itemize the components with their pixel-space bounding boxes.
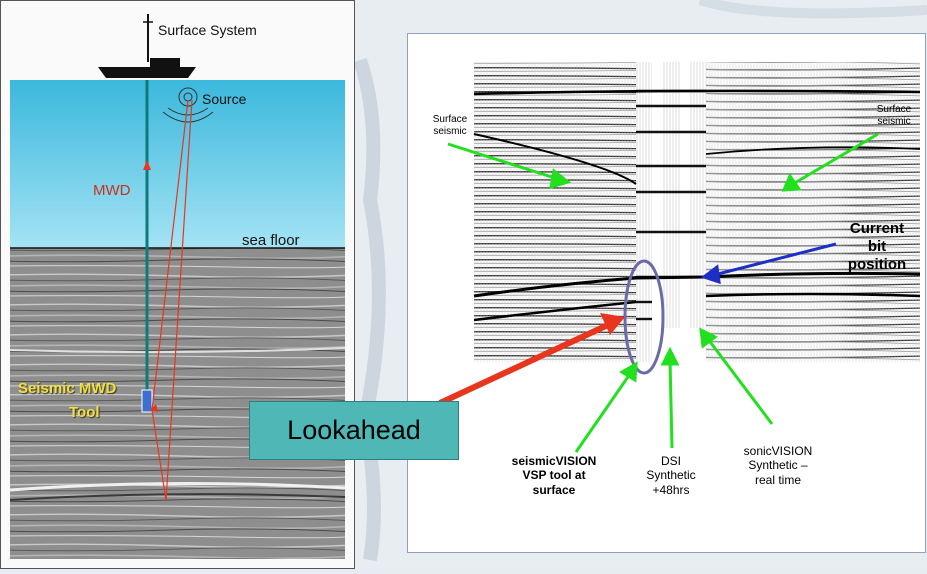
- current-line2: bit: [867, 238, 887, 255]
- dsi-line2: Synthetic: [646, 468, 696, 483]
- surface-seismic-left-line1: Surface: [432, 114, 468, 125]
- current-line1: Current: [849, 220, 905, 237]
- seismicvision-line1: seismicVISION: [511, 454, 597, 468]
- sonicvision-line3: real time: [754, 472, 801, 487]
- surface-seismic-right-line2: seismic: [877, 116, 911, 127]
- schematic-svg: [0, 0, 356, 570]
- sonicvision-line2: Synthetic –: [748, 458, 808, 473]
- left-schematic-panel: Surface System Source MWD sea floor Seis…: [0, 0, 356, 570]
- seismic-section-svg: [447, 62, 921, 453]
- current-line3: position: [847, 256, 907, 273]
- seismicvision-label: seismicVISION VSP tool at surface: [494, 454, 614, 497]
- sea-floor-label: sea floor: [242, 232, 300, 249]
- tool-icon: [141, 389, 153, 413]
- ray-paths: [151, 99, 193, 501]
- current-bit-position-label: Current bit position: [833, 220, 921, 274]
- sonicvision-label: sonicVISION Synthetic – real time: [728, 444, 828, 487]
- mwd-label: MWD: [93, 182, 131, 199]
- right-seismic-panel: Surface seismic Surface seismic Current …: [407, 33, 926, 553]
- surface-seismic-right-label: Surface seismic: [866, 104, 922, 128]
- surface-seismic-left-line2: seismic: [433, 126, 467, 137]
- ship-icon: [98, 14, 196, 78]
- dsi-label: DSI Synthetic +48hrs: [636, 454, 706, 497]
- seismic-mwd-label: Seismic MWD: [18, 380, 117, 397]
- surface-seismic-right-line1: Surface: [876, 104, 912, 115]
- tool-label: Tool: [69, 404, 100, 421]
- green-arrows: [447, 132, 879, 453]
- water-layer: [10, 80, 345, 248]
- dsi-line1: DSI: [660, 454, 681, 468]
- surface-seismic-left-label: Surface seismic: [422, 114, 478, 138]
- source-icon: [162, 87, 214, 123]
- seismicvision-line2: VSP tool at: [522, 468, 586, 483]
- blue-arrow: [700, 242, 837, 285]
- seismicvision-oval: [623, 259, 665, 375]
- mwd-arrow-icon: [143, 160, 151, 170]
- seismicvision-line3: surface: [532, 482, 576, 497]
- lookahead-label: Lookahead: [249, 401, 459, 460]
- sonicvision-line1: sonicVISION: [743, 444, 813, 458]
- seismic-image: [473, 62, 921, 362]
- source-label: Source: [202, 91, 247, 107]
- dsi-line3: +48hrs: [652, 482, 690, 497]
- surface-system-label: Surface System: [158, 22, 257, 38]
